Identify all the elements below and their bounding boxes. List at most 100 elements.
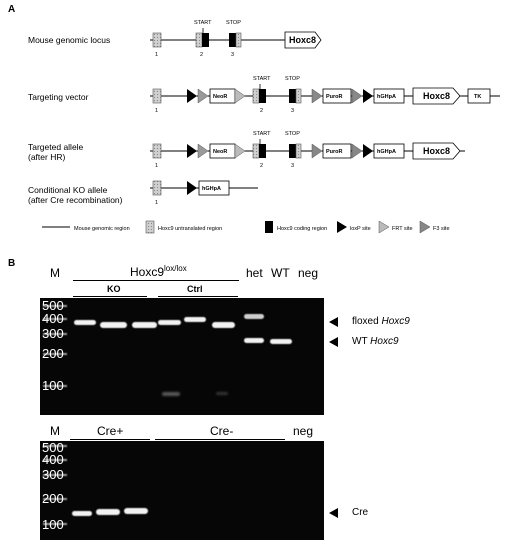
stop-label-3: STOP — [285, 131, 300, 137]
hghpa-label-3: hGHpA — [202, 186, 221, 192]
row-label-genomic: Mouse genomic locus — [28, 35, 111, 45]
gel2-cre-neg-line — [155, 439, 285, 440]
stop-label-2: STOP — [285, 76, 300, 82]
loxp-1 — [187, 89, 197, 103]
f3-2 — [351, 88, 363, 104]
exon-number-1c: 1 — [155, 163, 159, 169]
gel1-group-label: Hoxc9lox/lox — [130, 264, 187, 279]
hoxc8-label-2: Hoxc8 — [423, 91, 451, 101]
row-conditional-ko — [150, 180, 258, 196]
exon-number-3c: 3 — [291, 163, 295, 169]
band-ko2 — [100, 322, 127, 328]
gel1-ladder-100: 100 — [42, 378, 64, 393]
legend-loxp: loxP site — [350, 226, 371, 232]
stop-label-1: STOP — [226, 20, 241, 26]
exon-number-1d: 1 — [155, 200, 159, 206]
hoxc8-arrow-box — [284, 31, 322, 49]
gel1-m-label: M — [50, 266, 60, 280]
exon-number-3b: 3 — [291, 108, 295, 114]
arrow-floxed-label: floxed Hoxc9 — [352, 316, 410, 327]
arrow-floxed-icon — [329, 317, 338, 327]
arrow-cre-icon — [329, 508, 338, 518]
exon-number-2a: 2 — [200, 52, 204, 58]
gel2-ladder-400: 400 — [42, 452, 64, 467]
gel2-image: 500 400 300 200 100 — [40, 441, 324, 540]
start-label-2: START — [253, 76, 271, 82]
exon-number-2b: 2 — [260, 108, 264, 114]
gel1-ladder-400: 400 — [42, 311, 64, 326]
arrow-wt-icon — [329, 337, 338, 347]
puror-label-1: PuroR — [326, 94, 343, 100]
gel1-image: 500 400 300 200 100 — [40, 298, 324, 415]
exon1-utr — [152, 32, 162, 48]
gel1-ladder-300: 300 — [42, 326, 64, 341]
gel1-het-label: het — [246, 266, 263, 280]
gel2-ladder-500: 500 — [42, 440, 64, 455]
hoxc8-label-1: Hoxc8 — [289, 35, 317, 45]
hghpa-label-1: hGHpA — [377, 94, 396, 100]
row-genomic-locus — [150, 28, 322, 49]
gel1-ko-label: KO — [107, 284, 121, 294]
gel2-m-label: M — [50, 424, 60, 438]
band-het-floxed — [244, 314, 264, 319]
loxp-2 — [363, 89, 373, 103]
legend-utr: Hoxc9 untranslated region — [158, 226, 223, 232]
band-ctrl1-lower — [162, 392, 180, 396]
legend-genomic: Mouse genomic region — [74, 226, 130, 232]
arrow-cre-label: Cre — [352, 507, 369, 518]
band-ctrl3-lower — [216, 392, 228, 395]
band-ko3 — [132, 322, 157, 328]
hghpa-label-2: hGHpA — [377, 149, 396, 155]
gel1-wt-label: WT — [271, 266, 290, 280]
gel1-neg-label: neg — [298, 266, 319, 280]
gel2-ladder-300: 300 — [42, 467, 64, 482]
band-ctrl3 — [212, 322, 235, 328]
neor-label-2: NeoR — [213, 149, 228, 155]
legend-coding: Hoxc9 coding region — [277, 226, 328, 232]
gel1-ctrl-label: Ctrl — [187, 284, 203, 294]
row-label-vector: Targeting vector — [28, 92, 89, 102]
hoxc8-label-3: Hoxc8 — [423, 146, 451, 156]
exon3-coding — [229, 33, 236, 47]
band-het-wt — [244, 338, 264, 343]
exon-number-3a: 3 — [231, 52, 235, 58]
row-targeting-vector — [150, 84, 500, 105]
gel2-ladder-200: 200 — [42, 491, 64, 506]
gel1-ladder-200: 200 — [42, 346, 64, 361]
gel1-ladder-500: 500 — [42, 298, 64, 313]
gel2-neg-label: neg — [293, 424, 314, 438]
row-label-targeted: Targeted allele (after HR) — [28, 142, 84, 162]
exon-number-2c: 2 — [260, 163, 264, 169]
panel-b-letter: B — [8, 258, 16, 269]
start-label-3: START — [253, 131, 271, 137]
exon-number-1b: 1 — [155, 108, 159, 114]
band-cre1 — [72, 511, 92, 516]
gel1-ko-line — [73, 296, 147, 297]
exon2-coding — [202, 33, 209, 47]
band-ctrl2 — [184, 317, 206, 322]
f3-1 — [311, 88, 323, 104]
gel2-ladder-100: 100 — [42, 517, 64, 532]
gel2-cre-neg-label: Cre- — [210, 424, 234, 438]
band-ko1 — [74, 320, 96, 325]
tk-label: TK — [474, 94, 482, 100]
exon2-utr — [195, 32, 203, 48]
arrow-wt-label: WT Hoxc9 — [352, 336, 399, 347]
row-label-cko: Conditional KO allele (after Cre recombi… — [28, 185, 123, 205]
frt-2 — [234, 88, 246, 104]
exon3-utr — [235, 32, 242, 48]
band-wt — [270, 339, 292, 344]
gel2-cre-pos-line — [70, 439, 150, 440]
frt-1 — [197, 88, 209, 104]
neor-label-1: NeoR — [213, 94, 228, 100]
legend-symbols — [42, 220, 431, 234]
start-label-1: START — [194, 20, 212, 26]
gel1-ctrl-line — [158, 296, 238, 297]
legend-frt: FRT site — [392, 226, 413, 232]
band-cre2 — [96, 509, 120, 515]
schematic-diagram — [42, 28, 500, 234]
legend-f3: F3 site — [433, 226, 450, 232]
gel2-cre-pos-label: Cre+ — [97, 424, 124, 438]
puror-label-2: PuroR — [326, 149, 343, 155]
exon-number-1a: 1 — [155, 52, 159, 58]
